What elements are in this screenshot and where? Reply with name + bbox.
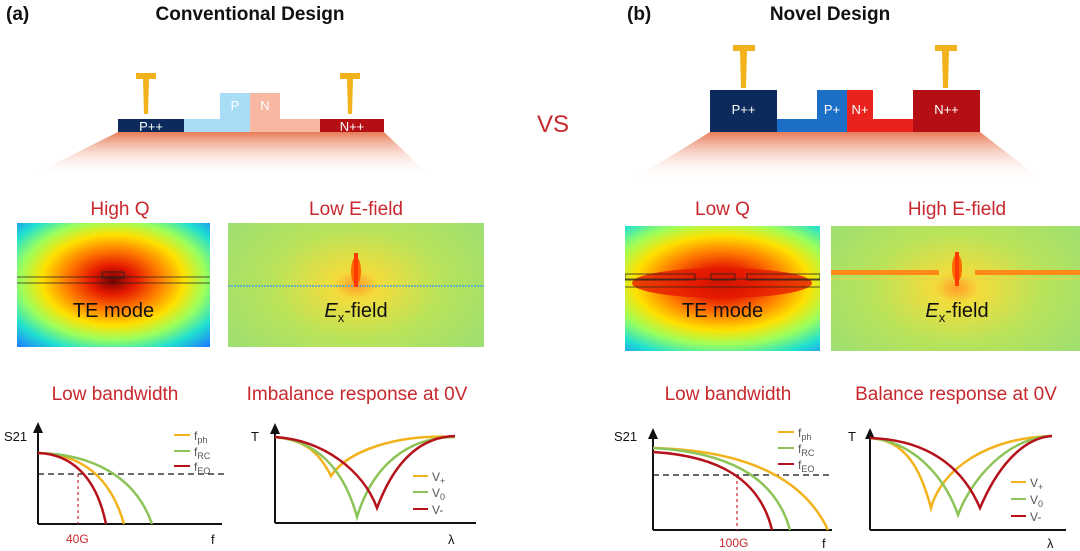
svg-text:V+: V+ bbox=[1030, 476, 1043, 492]
panel-a-bandwidth-title: Low bandwidth bbox=[51, 384, 179, 405]
freq-marker: 40G bbox=[66, 532, 89, 546]
p-plus-region bbox=[817, 90, 847, 132]
p-plus-plus-region bbox=[710, 90, 777, 132]
label-n-plus-plus-b: N++ bbox=[934, 102, 959, 117]
panel-a-letter: (a) bbox=[6, 4, 30, 25]
panel-b-letter: (b) bbox=[627, 4, 652, 25]
panel-a-response-plot: T λ V+ V0 V- bbox=[251, 423, 476, 547]
svg-text:fph: fph bbox=[798, 426, 811, 442]
panel-b-response-title: Balance response at 0V bbox=[855, 384, 1057, 405]
svg-text:λ: λ bbox=[1047, 536, 1054, 550]
efield-label-e: E bbox=[324, 300, 338, 322]
substrate-slab bbox=[632, 132, 1042, 180]
panel-a-mode-quality: High Q bbox=[90, 199, 150, 220]
svg-text:fEO: fEO bbox=[194, 460, 210, 476]
n-plus-plus-region bbox=[320, 119, 384, 132]
svg-text:T: T bbox=[848, 429, 856, 444]
n-rib-base bbox=[280, 119, 320, 132]
panel-b-mode-label: TE mode bbox=[681, 300, 764, 322]
panel-b-mode-profile bbox=[625, 226, 820, 351]
svg-text:V-: V- bbox=[1030, 510, 1041, 524]
n-plus-plus-region bbox=[913, 90, 980, 132]
electrode-right bbox=[340, 73, 360, 114]
resp-legend: V+ V0 V- bbox=[413, 470, 445, 517]
svg-text:T: T bbox=[251, 429, 259, 444]
n-region bbox=[250, 93, 280, 132]
panel-a-device-diagram bbox=[30, 73, 430, 176]
panel-a-mode-profile bbox=[17, 223, 210, 347]
electrode-right bbox=[935, 45, 957, 88]
svg-text:fph: fph bbox=[194, 429, 207, 445]
f-axis-label: f bbox=[211, 532, 215, 547]
svg-text:V-: V- bbox=[432, 503, 443, 517]
bw-legend: fph fRC fEO bbox=[778, 426, 815, 474]
svg-text:λ: λ bbox=[448, 532, 455, 547]
panel-a-response-title: Imbalance response at 0V bbox=[246, 384, 468, 405]
panel-b-efield-map bbox=[831, 226, 1080, 351]
label-p-a: P bbox=[230, 98, 240, 113]
svg-text:V+: V+ bbox=[432, 470, 445, 486]
electrode-left bbox=[136, 73, 156, 114]
panel-a-title: Conventional Design bbox=[155, 4, 345, 25]
svg-text:f: f bbox=[822, 536, 826, 550]
label-n-a: N bbox=[260, 98, 270, 113]
panel-a-s21-plot: S21 f 40G fph fRC fEO bbox=[4, 422, 224, 547]
svg-text:V0: V0 bbox=[432, 486, 445, 502]
panel-b-s21-plot: S21 f 100G fph fRC fEO bbox=[614, 426, 832, 550]
p-plus-plus-region bbox=[118, 119, 184, 132]
panel-a-mode-label: TE mode bbox=[72, 300, 155, 322]
svg-text:V0: V0 bbox=[1030, 493, 1043, 509]
n-plus-base bbox=[873, 119, 913, 132]
p-region bbox=[220, 93, 250, 132]
label-n-plus-b: N+ bbox=[851, 102, 869, 117]
resp-legend: V+ V0 V- bbox=[1011, 476, 1043, 524]
panel-b-efield-quality: High E-field bbox=[907, 199, 1007, 220]
p-rib-base bbox=[184, 119, 220, 132]
label-p-plus-plus-a: P++ bbox=[139, 119, 163, 134]
svg-text:fRC: fRC bbox=[798, 442, 815, 458]
svg-text:fRC: fRC bbox=[194, 445, 211, 461]
panel-a-efield-label: Ex-field bbox=[324, 300, 388, 325]
panel-b-response-plot: T λ V+ V0 V- bbox=[848, 428, 1066, 550]
electrode-left bbox=[733, 45, 755, 88]
label-n-plus-plus-a: N++ bbox=[339, 119, 365, 134]
label-p-plus-plus-b: P++ bbox=[731, 102, 756, 117]
panel-b-title: Novel Design bbox=[769, 4, 891, 25]
svg-text:S21: S21 bbox=[614, 429, 637, 444]
s21-axis-label: S21 bbox=[4, 429, 27, 444]
vs-label: VS bbox=[537, 111, 570, 138]
svg-text:100G: 100G bbox=[719, 536, 748, 550]
label-p-plus-b: P+ bbox=[823, 102, 841, 117]
panel-b-efield-label: Ex-field bbox=[925, 300, 989, 325]
svg-text:fEO: fEO bbox=[798, 458, 814, 474]
panel-b-mode-quality: Low Q bbox=[695, 199, 750, 220]
bw-legend: fph fRC fEO bbox=[174, 429, 211, 476]
n-plus-region bbox=[847, 90, 873, 132]
efield-label-e: E bbox=[925, 300, 939, 322]
panel-a-efield-map bbox=[228, 223, 484, 347]
panel-b-bandwidth-title: Low bandwidth bbox=[664, 384, 792, 405]
substrate-slab bbox=[30, 132, 430, 176]
p-plus-base bbox=[777, 119, 817, 132]
panel-a-efield-quality: Low E-field bbox=[309, 199, 403, 220]
panel-b-device-diagram bbox=[632, 45, 1042, 180]
